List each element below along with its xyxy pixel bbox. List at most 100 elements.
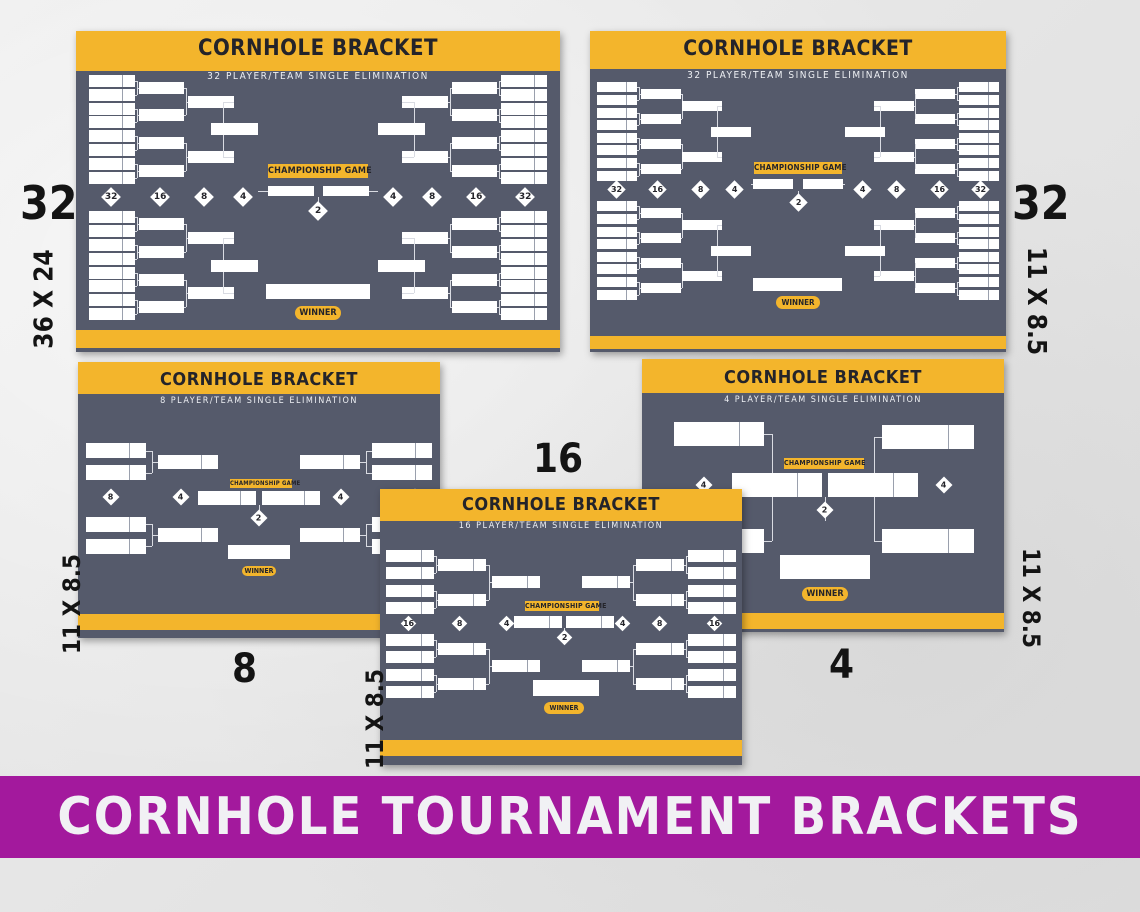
slot-divider xyxy=(723,550,724,562)
bracket-line xyxy=(223,293,234,294)
team-slot xyxy=(597,120,637,130)
team-slot xyxy=(682,101,722,111)
bracket-line xyxy=(366,524,372,525)
bracket-line xyxy=(499,109,501,110)
team-slot xyxy=(452,137,497,149)
team-slot xyxy=(139,246,184,258)
bracket-line xyxy=(955,213,957,214)
bracket-line xyxy=(957,176,959,177)
team-slot xyxy=(636,559,684,571)
bracket-line xyxy=(369,191,378,192)
team-slot xyxy=(211,260,258,272)
slot-divider xyxy=(534,103,535,115)
team-slot xyxy=(501,211,547,223)
bracket-line xyxy=(434,573,436,574)
bracket-line xyxy=(681,238,682,239)
slot-divider xyxy=(534,130,535,142)
bracket-line xyxy=(717,157,722,158)
round-marker: 32 xyxy=(970,179,990,199)
bracket-line xyxy=(499,122,501,123)
team-slot xyxy=(501,89,547,101)
bracket-line xyxy=(957,257,958,269)
team-slot xyxy=(915,258,955,268)
team-slot xyxy=(89,239,135,251)
bracket-line xyxy=(639,169,641,170)
team-slot xyxy=(597,252,637,262)
round-number: 2 xyxy=(822,505,828,515)
team-slot xyxy=(501,103,547,115)
team-slot xyxy=(753,179,793,189)
round-marker: 4 xyxy=(852,179,872,199)
slot-divider xyxy=(988,108,989,118)
bracket-line xyxy=(499,109,500,122)
team-slot xyxy=(501,116,547,128)
slot-divider xyxy=(549,616,550,628)
slot-divider xyxy=(527,576,528,588)
bracket-line xyxy=(223,102,234,103)
bracket-line xyxy=(137,143,139,144)
bracket-line xyxy=(639,263,641,264)
round-number: 4 xyxy=(338,492,344,502)
bracket-line xyxy=(639,288,641,289)
slot-divider xyxy=(304,491,305,505)
slot-divider xyxy=(671,678,672,690)
slot-divider xyxy=(534,172,535,184)
slot-divider xyxy=(122,116,123,128)
bracket-line xyxy=(637,125,639,126)
slot-divider xyxy=(626,133,627,143)
format-label-11x8.5-16: 11 X 8.5 xyxy=(360,669,389,769)
bracket-line xyxy=(957,257,959,258)
slot-divider xyxy=(534,89,535,101)
round-marker: 8 xyxy=(651,615,667,631)
header-band xyxy=(78,362,440,394)
slot-divider xyxy=(534,158,535,170)
bracket-line xyxy=(686,591,688,592)
slot-divider xyxy=(534,294,535,306)
size-label-8: 8 xyxy=(232,646,258,692)
slot-divider xyxy=(122,144,123,156)
round-marker: 4 xyxy=(332,488,350,506)
slot-divider xyxy=(626,171,627,181)
bracket-line xyxy=(434,640,436,641)
round-number: 8 xyxy=(428,191,436,202)
team-slot xyxy=(262,491,320,505)
bracket-line xyxy=(135,231,137,232)
slot-divider xyxy=(129,443,130,458)
team-slot xyxy=(89,267,135,279)
team-slot xyxy=(438,559,486,571)
bracket-line xyxy=(137,88,139,89)
bracket-line xyxy=(639,206,640,219)
slot-divider xyxy=(534,239,535,251)
bracket-line xyxy=(499,178,501,179)
team-slot xyxy=(915,164,955,174)
team-slot xyxy=(386,585,434,597)
bracket-line xyxy=(499,300,500,314)
bracket-line xyxy=(499,95,501,96)
slot-divider xyxy=(988,290,989,300)
format-label-11x8.5-top: 11 X 8.5 xyxy=(1021,246,1052,356)
team-slot xyxy=(198,491,256,505)
team-slot xyxy=(959,214,999,224)
bracket-line xyxy=(146,546,152,547)
team-slot xyxy=(597,133,637,143)
team-slot xyxy=(636,643,684,655)
bracket-line xyxy=(957,269,959,270)
format-label-36x24: 36 X 24 xyxy=(29,249,60,349)
winner-slot xyxy=(266,284,370,299)
bracket-line xyxy=(637,244,639,245)
bracket-line xyxy=(137,273,138,286)
bracket-32-large: CORNHOLE BRACKET 32 PLAYER/TEAM SINGLE E… xyxy=(76,31,560,352)
championship-label: CHAMPIONSHIP GAME xyxy=(754,162,847,174)
team-slot xyxy=(402,96,448,108)
round-marker: 4 xyxy=(614,615,630,631)
team-slot xyxy=(597,277,637,287)
slot-divider xyxy=(739,422,740,446)
team-slot xyxy=(402,232,448,244)
bracket-line xyxy=(152,462,158,463)
bracket-line xyxy=(914,225,915,226)
team-slot xyxy=(89,253,135,265)
team-slot xyxy=(188,287,234,299)
bracket-line xyxy=(499,81,500,95)
bracket-line xyxy=(751,184,753,185)
slot-divider xyxy=(893,473,894,497)
